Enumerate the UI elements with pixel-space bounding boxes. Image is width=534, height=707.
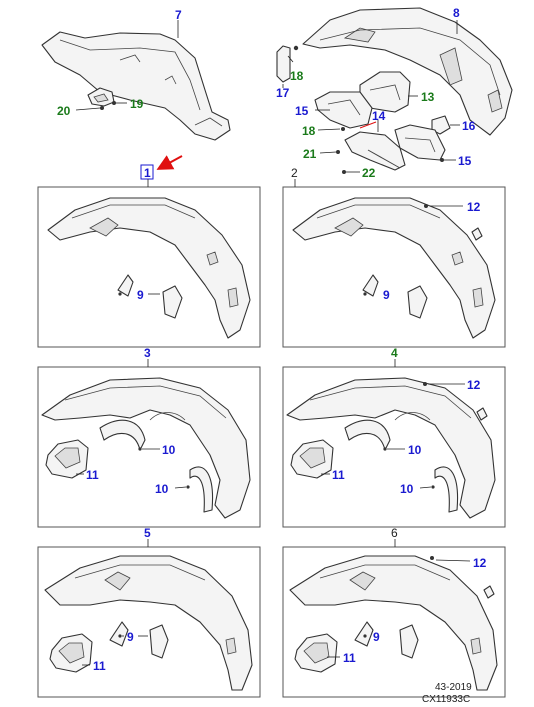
callout-18-lower: 18: [302, 124, 316, 138]
pointer-arrow: [156, 155, 183, 170]
callout-7: 7: [175, 8, 182, 22]
callout-14: 14: [372, 109, 386, 123]
panel-5-number: 5: [144, 526, 151, 540]
panel-4-callout-11: 11: [332, 468, 345, 482]
callout-19: 19: [130, 97, 144, 111]
callout-17: 17: [276, 86, 290, 100]
callout-20: 20: [57, 104, 71, 118]
callout-16: 16: [462, 119, 476, 133]
panel-4-callout-10-upper: 10: [408, 443, 422, 457]
panel-2-number: 2: [291, 166, 298, 180]
callout-15-lower: 15: [458, 154, 472, 168]
panel-6-drawing: [289, 555, 498, 691]
panel-3-box: [37, 366, 261, 528]
panel-2-callout-9: 9: [383, 288, 390, 302]
panel-2-callout-12: 12: [467, 200, 481, 214]
callout-21: 21: [303, 147, 317, 161]
callout-13: 13: [421, 90, 435, 104]
part-15-bracket-lower: [394, 124, 456, 162]
panel-4-callout-12: 12: [467, 378, 481, 392]
panel-6-box: [282, 546, 506, 698]
footer-year: 43-2019: [435, 682, 472, 693]
panel-1-box: [37, 186, 261, 348]
panel-3-drawing: [41, 377, 251, 519]
panel-4-box: [282, 366, 506, 528]
callout-1-box: [140, 164, 154, 180]
part-14-bracket: [344, 120, 406, 171]
part-15-bracket-upper: [314, 91, 373, 131]
part-17-clip: [276, 45, 299, 88]
panel-2-box: [282, 186, 506, 348]
panel-6-number: 6: [391, 526, 398, 540]
panel-5-box: [37, 546, 261, 698]
panel-1-drawing: [47, 197, 251, 339]
panel-3-callout-10-upper: 10: [162, 443, 176, 457]
panel-4-callout-10-lower: 10: [400, 482, 414, 496]
panel-6-callout-12: 12: [473, 556, 487, 570]
panel-3-callout-11: 11: [86, 468, 99, 482]
part-8-rear-panel: [302, 7, 513, 136]
callout-8: 8: [453, 6, 460, 20]
panel-2-drawing: [292, 197, 496, 339]
part-21-22-screws: [319, 150, 360, 174]
panel-1-callout-9: 9: [137, 288, 144, 302]
panel-3-callout-10-lower: 10: [155, 482, 169, 496]
part-19-20-bracket: [75, 87, 127, 111]
panel-6-callout-9: 9: [373, 630, 380, 644]
panel-1-number: 1: [144, 166, 151, 180]
panel-5-drawing: [44, 555, 253, 691]
part-7-trim-panel: [41, 20, 231, 141]
panel-6-callout-11: 11: [343, 651, 356, 665]
callout-15-upper: 15: [295, 104, 309, 118]
panel-5-callout-11: 11: [93, 659, 106, 673]
callout-18-upper: 18: [290, 69, 304, 83]
panel-3-number: 3: [144, 346, 151, 360]
callout-22: 22: [362, 166, 376, 180]
panel-4-number: 4: [391, 346, 398, 360]
panel-4-drawing: [286, 377, 496, 519]
part-16-cap: [431, 115, 460, 135]
footer-code: CX11933C: [422, 694, 470, 705]
panel-5-callout-9: 9: [127, 630, 134, 644]
